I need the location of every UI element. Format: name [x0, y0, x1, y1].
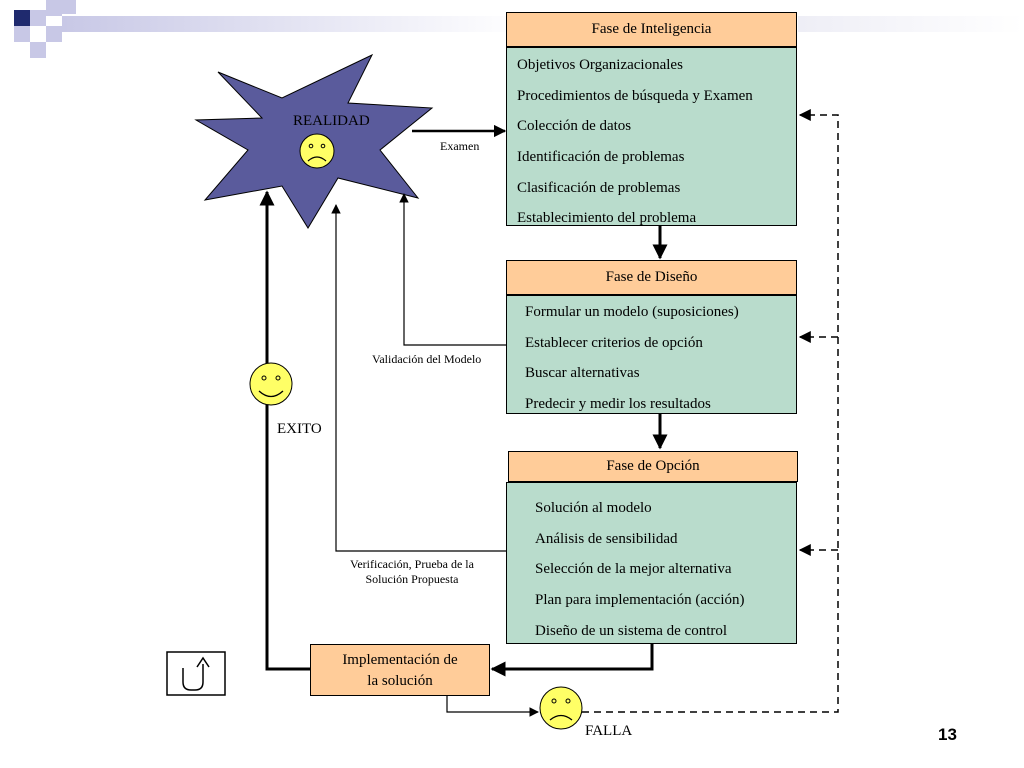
corner-decoration	[0, 0, 522, 62]
top-right-gradient-bar	[798, 16, 1024, 32]
fase-opcion-panel: Solución al modelo Análisis de sensibili…	[506, 482, 797, 644]
inteligencia-item: Objetivos Organizacionales	[517, 57, 683, 73]
exito-label: EXITO	[277, 421, 322, 437]
inteligencia-item: Identificación de problemas	[517, 149, 685, 166]
falla-label: FALLA	[585, 723, 633, 739]
fase-opcion-header: Fase de Opción	[508, 451, 798, 482]
realidad-label: REALIDAD	[293, 113, 370, 129]
verificacion-arrow	[331, 204, 506, 552]
falla-sad-face-icon	[539, 686, 583, 730]
fase-inteligencia-panel: Objetivos Organizacionales Procedimiento…	[506, 47, 797, 226]
falla-arrow	[446, 695, 539, 717]
exito-arrow	[259, 190, 310, 671]
falla-feedback-dashed	[582, 109, 839, 713]
opcion-to-implementacion-arrow	[490, 643, 654, 677]
opcion-item: Análisis de sensibilidad	[535, 530, 678, 547]
verificacion-label: Verificación, Prueba de la Solución Prop…	[336, 557, 488, 587]
u-turn-icon	[166, 651, 226, 696]
fase-diseno-header: Fase de Diseño	[506, 260, 797, 295]
inteligencia-item: Clasificación de problemas	[517, 179, 681, 196]
implementacion-line1: Implementación de	[342, 652, 458, 668]
validacion-arrow	[399, 193, 506, 346]
diseno-item: Predecir y medir los resultados	[525, 396, 711, 413]
inteligencia-item: Procedimientos de búsqueda y Examen	[517, 87, 753, 104]
diseno-item: Establecer criterios de opción	[525, 334, 703, 351]
diseno-item: Buscar alternativas	[525, 365, 640, 382]
sad-face-icon	[299, 133, 335, 169]
happy-face-icon	[249, 362, 293, 406]
verificacion-line1: Verificación, Prueba de la	[350, 557, 474, 571]
fase-inteligencia-header: Fase de Inteligencia	[506, 12, 797, 47]
opcion-item: Plan para implementación (acción)	[535, 592, 745, 609]
implementacion-line2: la solución	[367, 673, 433, 689]
diseno-item: Formular un modelo (suposiciones)	[525, 304, 739, 320]
page-number: 13	[938, 725, 957, 744]
examen-label: Examen	[440, 139, 480, 153]
implementacion-box: Implementación de la solución	[310, 644, 490, 696]
verificacion-line2: Solución Propuesta	[365, 572, 459, 586]
inteligencia-item: Colección de datos	[517, 118, 632, 135]
opcion-item: Selección de la mejor alternativa	[535, 561, 732, 578]
inteligencia-item: Establecimiento del problema	[517, 210, 697, 227]
fase-diseno-panel: Formular un modelo (suposiciones) Establ…	[506, 295, 797, 414]
validacion-label: Validación del Modelo	[372, 352, 482, 366]
opcion-item: Solución al modelo	[535, 500, 652, 516]
opcion-item: Diseño de un sistema de control	[535, 622, 728, 639]
